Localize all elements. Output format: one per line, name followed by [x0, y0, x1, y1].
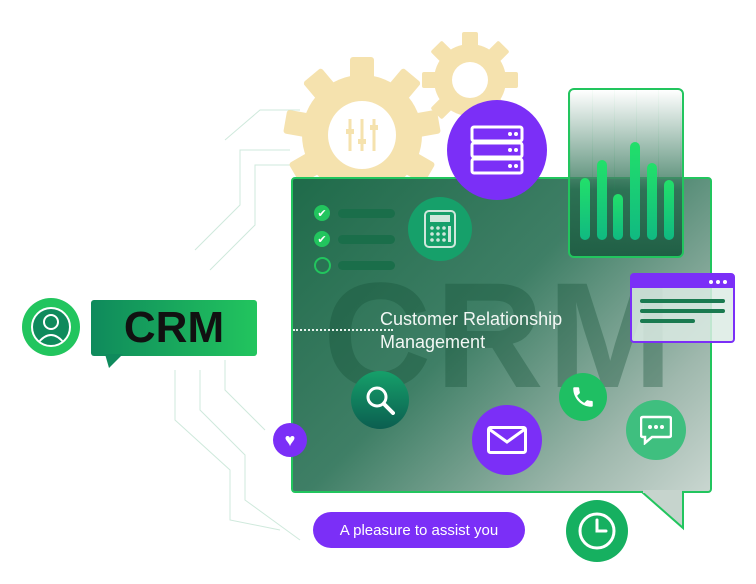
heart-icon[interactable]: ♥: [273, 423, 307, 457]
avatar: [22, 298, 80, 356]
list-line: [338, 209, 395, 218]
list-line: [338, 235, 395, 244]
mail-icon[interactable]: [472, 405, 542, 475]
crm-badge: CRM: [91, 300, 257, 356]
assist-message-pill[interactable]: A pleasure to assist you: [313, 512, 525, 548]
check-icon: ✔: [314, 231, 330, 247]
dotted-connector: [293, 329, 393, 331]
user-icon: [31, 307, 71, 347]
gears: [283, 32, 518, 213]
check-icon: ✔: [314, 205, 330, 221]
calculator-icon: [408, 197, 472, 261]
chat-icon[interactable]: [626, 400, 686, 460]
badge-tail: [105, 354, 123, 368]
gear-icon: [283, 57, 441, 213]
search-icon[interactable]: [351, 371, 409, 429]
bar-chart-icon: [568, 88, 684, 258]
panel-tail: [641, 490, 684, 531]
tagline-line1: Customer Relationship: [380, 309, 563, 329]
tagline-line2: Management: [380, 332, 486, 352]
browser-window-icon: [630, 273, 735, 343]
tagline: Customer Relationship Management: [380, 308, 562, 354]
unchecked-circle-icon: [314, 257, 331, 274]
server-icon: [447, 100, 547, 200]
clock-icon: [566, 500, 628, 562]
phone-icon[interactable]: [559, 373, 607, 421]
list-line: [338, 261, 395, 270]
